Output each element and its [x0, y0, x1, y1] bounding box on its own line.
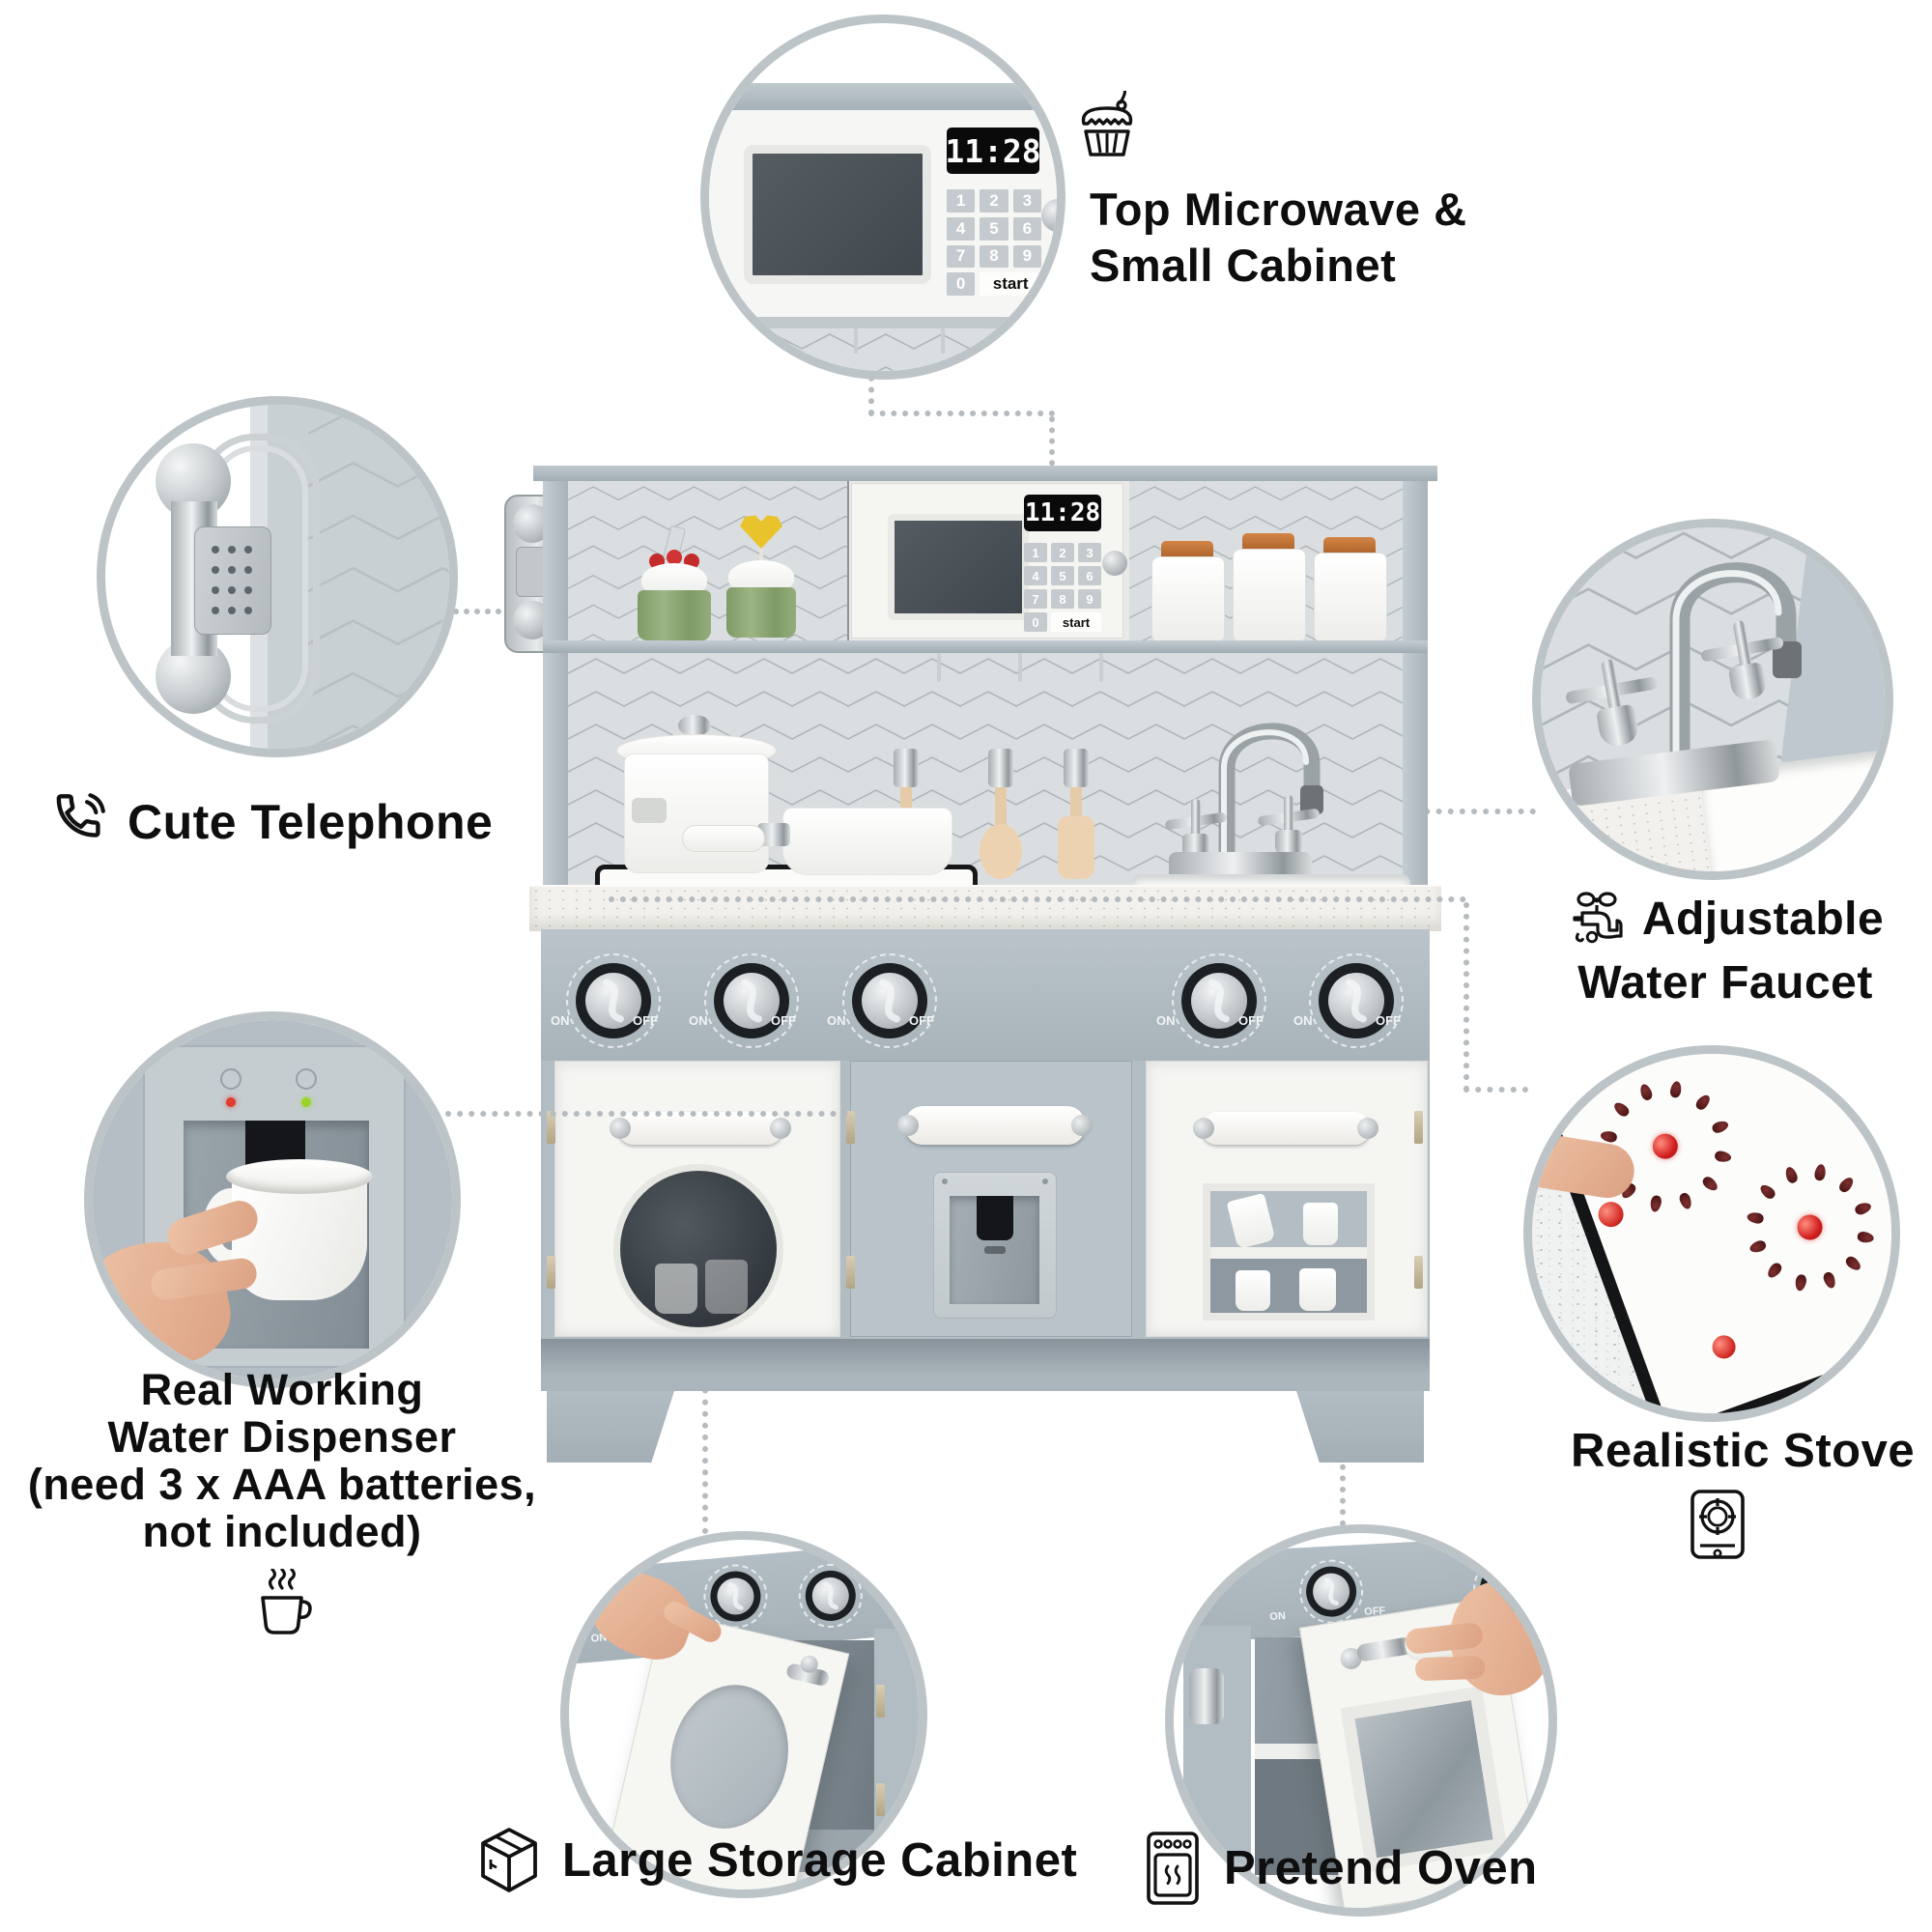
callout-circle-storage: ON OFF [560, 1531, 927, 1898]
hutch-left-panel [543, 481, 568, 887]
stove-knob [842, 953, 937, 1048]
connector-microwave-h [868, 411, 1055, 416]
callout-circle-faucet [1532, 519, 1893, 880]
callout-circle-oven: ON OFF [1165, 1524, 1557, 1917]
microwave-start-key: start [1051, 612, 1101, 632]
microwave-key: 2 [980, 189, 1009, 213]
hutch-right-panel [1403, 481, 1428, 887]
door-round-window [613, 1164, 783, 1334]
milk-jar [1151, 541, 1225, 642]
oven-icon [1147, 1832, 1199, 1905]
microwave-key: 3 [1078, 543, 1101, 562]
microwave-start-key: start [980, 272, 1041, 296]
sink-faucet [1132, 700, 1430, 908]
milk-jar [1314, 537, 1387, 642]
label-oven-row: Pretend Oven [1143, 1828, 1538, 1909]
label-telephone: Cute Telephone [128, 795, 494, 849]
connector-dispenser [445, 1111, 848, 1117]
microwave-key: 5 [1051, 566, 1074, 585]
microwave-key: 5 [980, 216, 1009, 241]
connector-telephone [442, 609, 512, 614]
connector-stove-h1 [609, 896, 1466, 902]
hanging-spatula [1055, 749, 1097, 879]
closeup-clock: 11:28 [945, 131, 1041, 170]
stove-knob [1172, 953, 1266, 1048]
stove-knob [704, 953, 799, 1048]
connector-microwave-v1 [868, 364, 874, 415]
closeup-stove-tray [1533, 1054, 1891, 1413]
microwave-key: 1 [947, 189, 976, 213]
microwave-key: 4 [947, 216, 976, 241]
microwave-key: 2 [1051, 543, 1074, 562]
callout-circle-dispenser [84, 1011, 461, 1388]
countertop [529, 885, 1441, 931]
coffee-cup-icon [261, 1569, 312, 1634]
label-stove: Realistic Stove [1571, 1425, 1916, 1477]
microwave-key: 8 [1051, 589, 1074, 609]
storage-cabinet-door [554, 1061, 840, 1337]
label-dispenser-block: Real Working Water Dispenser (need 3 x A… [21, 1366, 543, 1644]
connector-storage [702, 1341, 708, 1534]
control-panel [541, 929, 1430, 1061]
door-square-window [1203, 1183, 1375, 1321]
microwave-key: 9 [1012, 244, 1041, 269]
label-faucet-block: Adjustable Water Faucet [1546, 891, 1905, 1009]
label-storage-row: Large Storage Cabinet [475, 1824, 1077, 1897]
cupcake-icon [1081, 91, 1133, 156]
connector-stove-h2 [1463, 1087, 1528, 1093]
microwave-key: 1 [1024, 543, 1047, 562]
cupcake-strawberry [638, 525, 711, 640]
microwave-key: 9 [1078, 589, 1101, 609]
phone-icon [56, 793, 105, 838]
hutch-top-board [533, 466, 1437, 481]
microwave-key: 7 [1024, 589, 1047, 609]
callout-circle-telephone [97, 396, 458, 757]
milk-jar [1233, 533, 1306, 642]
microwave-key: 3 [1012, 189, 1041, 213]
microwave-key: 8 [980, 244, 1009, 269]
callout-circle-stove [1523, 1045, 1900, 1422]
hanging-spoon [980, 749, 1022, 879]
toy-pot [614, 715, 781, 873]
right-leg [1296, 1391, 1424, 1463]
microwave-key: 7 [947, 244, 976, 269]
stove-knob [1309, 953, 1404, 1048]
dispenser-cabinet-door [850, 1061, 1132, 1337]
microwave-key-zero: 0 [1024, 612, 1047, 632]
stove-knob [566, 953, 661, 1048]
toy-pan [676, 802, 952, 875]
oven-cabinet-door [1146, 1061, 1428, 1337]
stove-burner-icon [1690, 1490, 1745, 1559]
microwave-key-zero: 0 [947, 272, 976, 296]
faucet-icon [1573, 892, 1623, 944]
microwave-knob [1102, 551, 1127, 576]
closeup-telephone [156, 434, 320, 724]
microwave-key: 6 [1078, 566, 1101, 585]
label-top-microwave: Top Microwave & Small Cabinet [1090, 184, 1467, 291]
kick-base [541, 1339, 1430, 1391]
microwave-key: 6 [1012, 216, 1041, 241]
microwave-clock: 11:28 [1024, 495, 1101, 531]
connector-microwave-v2 [1049, 416, 1055, 488]
cupcake-heart [726, 514, 796, 638]
left-leg [547, 1391, 674, 1463]
shelf-board [543, 640, 1428, 653]
microwave-window [888, 514, 1029, 620]
storage-box-icon [481, 1828, 537, 1892]
connector-stove-v [1463, 902, 1469, 1092]
water-dispenser [933, 1172, 1057, 1319]
microwave-key: 4 [1024, 566, 1047, 585]
